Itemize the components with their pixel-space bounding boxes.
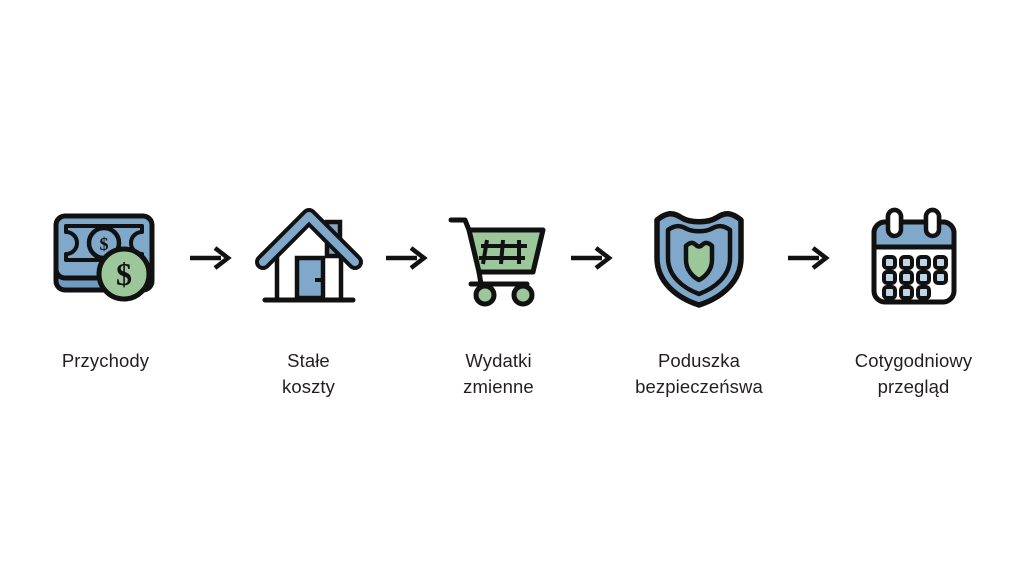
shopping-cart-icon <box>447 202 551 314</box>
flow-step-przychody[interactable]: $ $ Przychody <box>31 202 181 374</box>
house-icon <box>254 202 363 314</box>
flow-step-label: Poduszka bezpieczeńswa <box>635 349 763 397</box>
calendar-icon <box>864 202 964 314</box>
flow-row: $ $ Przychody <box>31 202 994 401</box>
arrow-right-icon <box>782 202 834 314</box>
money-banknote-coin-icon: $ $ <box>50 202 162 314</box>
arrow-right-icon <box>181 202 239 314</box>
arrow-right-icon <box>379 202 433 314</box>
flow-step-label: Wydatki zmienne <box>463 349 534 397</box>
flow-step-poduszka-bezpieczenstwa[interactable]: Poduszka bezpieczeńswa <box>617 202 782 401</box>
svg-text:$: $ <box>99 234 108 254</box>
flow-step-label: Przychody <box>61 349 150 371</box>
shield-icon <box>649 202 749 314</box>
flow-step-label: Stałe koszty <box>281 349 336 397</box>
arrow-right-icon <box>565 202 617 314</box>
flow-step-wydatki-zmienne[interactable]: Wydatki zmienne <box>433 202 565 401</box>
svg-text:$: $ <box>116 256 132 292</box>
flow-step-stale-koszty[interactable]: Stałe koszty <box>239 202 379 401</box>
flow-step-cotygodniowy-przeglad[interactable]: Cotygodniowy przegląd <box>834 202 994 401</box>
flow-step-label: Cotygodniowy przegląd <box>854 349 973 397</box>
